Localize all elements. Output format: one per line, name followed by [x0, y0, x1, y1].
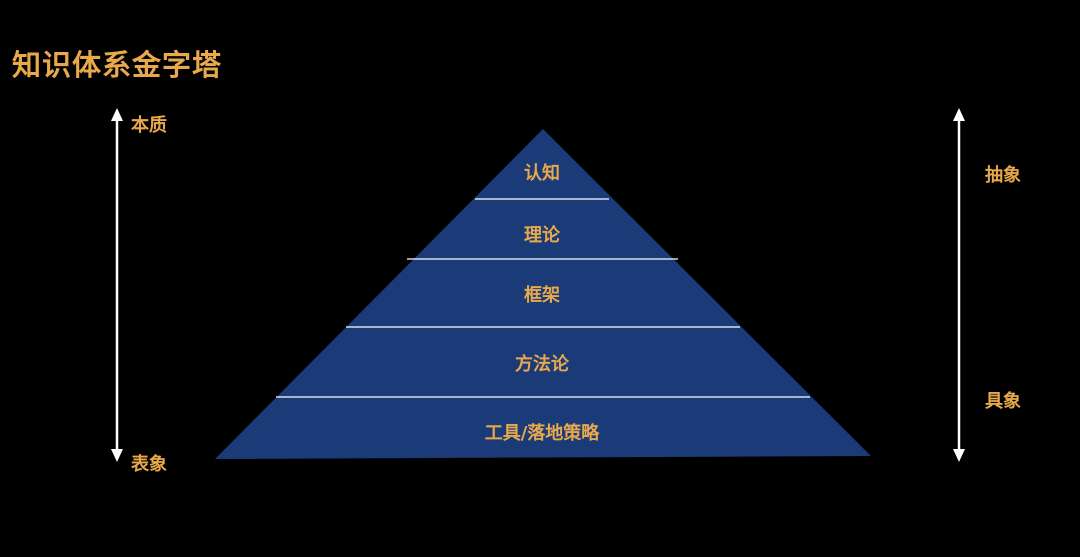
left-double-arrow — [111, 108, 123, 462]
left-arrow-up-head — [111, 108, 123, 121]
axis-label-concrete: 具象 — [985, 391, 1021, 412]
right-arrow-up-head — [953, 108, 965, 121]
pyramid-level-methodology: 方法论 — [515, 353, 570, 375]
right-arrow-down-head — [953, 449, 965, 462]
right-double-arrow — [953, 108, 965, 462]
page-title: 知识体系金字塔 — [12, 48, 223, 82]
pyramid-level-theory: 理论 — [524, 224, 561, 246]
axis-label-essence: 本质 — [131, 115, 167, 136]
pyramid-level-cognition: 认知 — [524, 162, 560, 184]
pyramid-level-tools: 工具/落地策略 — [485, 422, 601, 444]
pyramid-shape — [215, 129, 871, 459]
pyramid-level-framework: 框架 — [524, 284, 560, 306]
axis-label-surface: 表象 — [131, 454, 167, 475]
left-arrow-down-head — [111, 449, 123, 462]
axis-label-abstract: 抽象 — [985, 165, 1021, 186]
